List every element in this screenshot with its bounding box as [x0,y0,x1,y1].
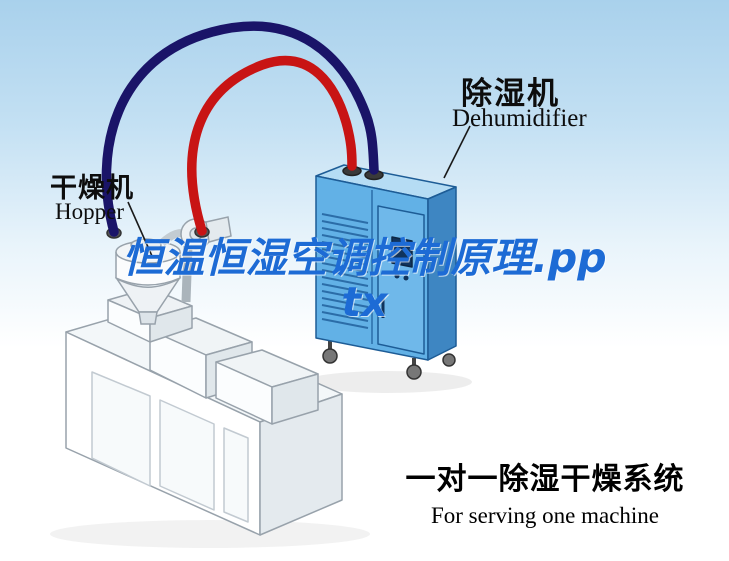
caster-wheel [322,348,338,364]
filename-watermark-line2: tx [341,278,388,327]
filename-watermark: 恒温恒湿空调控制原理.pp tx [0,236,729,325]
dehumidifier-label-cn: 除湿机 [461,76,560,112]
caster-wheel [406,364,422,380]
hopper-callout-line [127,201,153,257]
extruder-machine-illustration [65,287,343,536]
caster-wheel [442,353,456,367]
system-caption: 一对一除湿干燥系统 For serving one machine [395,454,695,529]
control-panel [391,236,413,268]
hopper-icon [106,216,232,325]
hopper-label-en: Hopper [55,199,124,224]
dehumidifier-shadow [304,371,472,393]
blower-downpipe [181,245,193,303]
machine-shadow [50,520,370,548]
return-air-hose-red [187,55,357,236]
louver-grille [321,213,369,329]
dehumidifier-illustration [315,164,457,380]
hopper-label-cn: 干燥机 [50,173,134,204]
dehumidifier-label-en: Dehumidifier [452,105,587,132]
dehumidifier-callout-line [443,125,471,179]
system-caption-cn: 一对一除湿干燥系统 [405,462,685,497]
dry-air-hose-navy [101,21,379,237]
system-caption-en: For serving one machine [430,503,660,528]
dehumidifier-side-face [427,186,457,361]
filename-watermark-line1: 恒温恒湿空调控制原理.pp [122,234,607,282]
